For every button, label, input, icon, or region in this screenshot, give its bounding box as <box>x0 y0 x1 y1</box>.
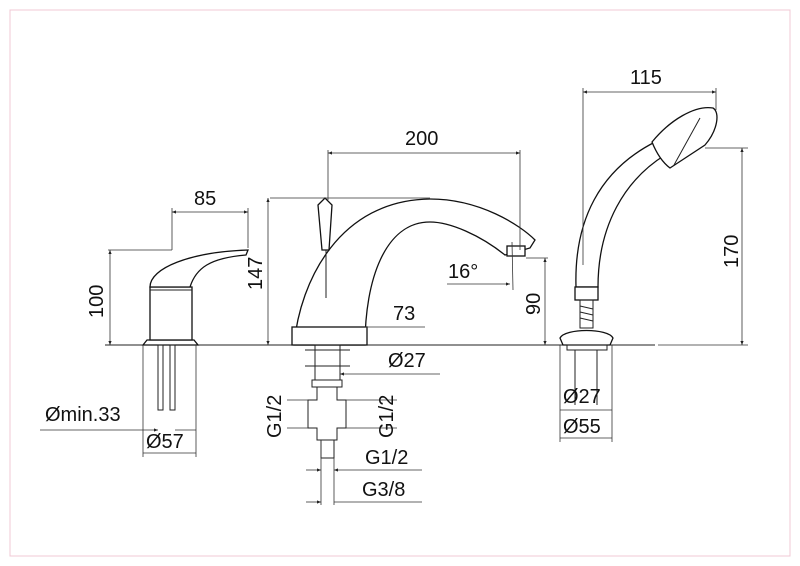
spout-connection-right-label: G1/2 <box>376 395 398 438</box>
spout-connection-bottom-label: G3/8 <box>362 479 405 501</box>
shower-width-label: 115 <box>630 67 662 89</box>
spout-reach-label: 200 <box>405 128 438 150</box>
spout-offset-label: 73 <box>393 303 415 325</box>
bath-spout <box>291 197 536 459</box>
spout-connection-lower-label: G1/2 <box>365 447 408 469</box>
frame <box>9 9 791 557</box>
mixer-height-label: 100 <box>86 285 108 318</box>
spout-connection-left-label: G1/2 <box>264 395 286 438</box>
shower-shank-label: Ø27 <box>563 386 601 408</box>
spout-angle-label: 16° <box>448 261 478 283</box>
mixer-valve <box>141 249 249 411</box>
spout-height-label: 147 <box>245 257 267 290</box>
spout-shank-label: Ø27 <box>388 350 426 372</box>
hand-shower <box>559 107 718 405</box>
shower-height-label: 170 <box>721 235 743 268</box>
shower-base-label: Ø55 <box>563 416 601 438</box>
mixer-base-label: Ø57 <box>146 431 184 453</box>
spout-outlet-height-label: 90 <box>523 293 545 315</box>
mixer-hole-label: Ømin.33 <box>45 404 121 426</box>
spout-dimensions <box>266 150 548 505</box>
mixer-width-label: 85 <box>194 188 216 210</box>
shower-dimensions <box>559 88 748 442</box>
mixer-dimensions <box>40 208 249 457</box>
